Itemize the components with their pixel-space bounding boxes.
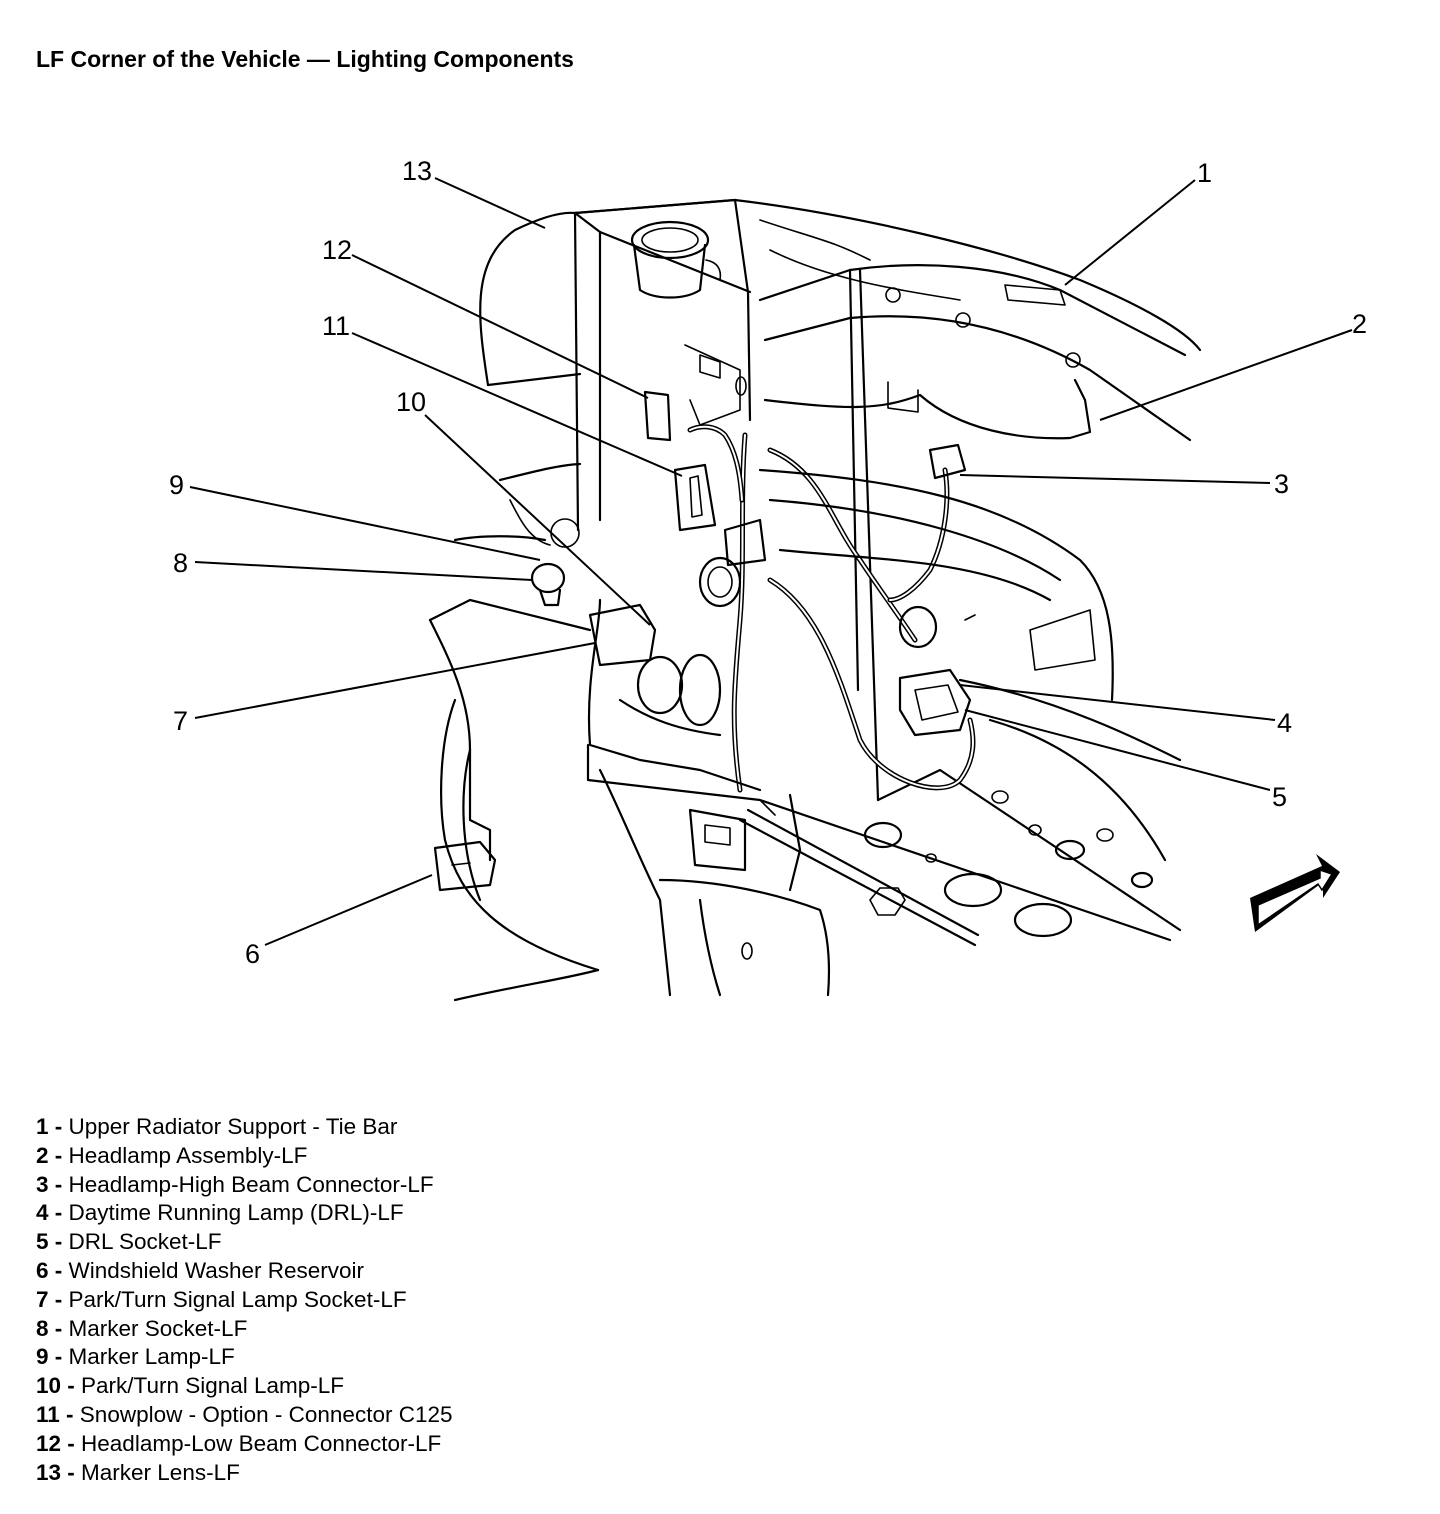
legend-label: Park/Turn Signal Lamp-LF: [81, 1373, 345, 1399]
legend-number: 7: [36, 1286, 49, 1312]
page-title: LF Corner of the Vehicle — Lighting Comp…: [36, 46, 574, 72]
legend-number: 5: [36, 1229, 49, 1255]
legend-number: 9: [36, 1344, 49, 1370]
legend-number: 12: [36, 1430, 62, 1456]
legend-item: 3 - Headlamp-High Beam Connector-LF: [36, 1171, 434, 1197]
callout-12: 12: [322, 235, 352, 265]
callout-6: 6: [245, 939, 260, 969]
legend-item: 10 - Park/Turn Signal Lamp-LF: [36, 1373, 345, 1399]
legend-item: 7 - Park/Turn Signal Lamp Socket-LF: [36, 1286, 407, 1312]
legend-item: 9 - Marker Lamp-LF: [36, 1344, 235, 1370]
legend-label: Marker Lamp-LF: [68, 1344, 235, 1370]
legend-item: 11 - Snowplow - Option - Connector C125: [36, 1401, 453, 1427]
legend-item: 6 - Windshield Washer Reservoir: [36, 1257, 365, 1283]
callout-13: 13: [402, 156, 432, 186]
legend-number: 8: [36, 1315, 49, 1341]
callout-8: 8: [173, 548, 188, 578]
legend-label: Park/Turn Signal Lamp Socket-LF: [68, 1286, 407, 1312]
callout-9: 9: [169, 470, 184, 500]
legend-label: Daytime Running Lamp (DRL)-LF: [68, 1200, 404, 1226]
legend-item: 8 - Marker Socket-LF: [36, 1315, 248, 1341]
legend-number: 10: [36, 1373, 62, 1399]
legend-item: 4 - Daytime Running Lamp (DRL)-LF: [36, 1200, 404, 1226]
legend-label: DRL Socket-LF: [68, 1229, 222, 1255]
callout-11: 11: [322, 311, 350, 341]
legend-number: 11: [36, 1401, 60, 1427]
legend-label: Marker Socket-LF: [68, 1315, 248, 1341]
legend-label: Upper Radiator Support - Tie Bar: [68, 1114, 398, 1139]
legend-number: 4: [36, 1200, 49, 1226]
legend-label: Headlamp-High Beam Connector-LF: [68, 1171, 434, 1197]
callout-1: 1: [1197, 158, 1212, 188]
callout-4: 4: [1277, 708, 1292, 738]
callout-5: 5: [1272, 782, 1287, 812]
legend-item: 1 - Upper Radiator Support - Tie Bar: [36, 1114, 398, 1139]
legend-item: 12 - Headlamp-Low Beam Connector-LF: [36, 1430, 442, 1456]
component-diagram: 13 1 12 2 11 10 9 3 8 7 4 5 6: [169, 156, 1367, 1002]
legend-item: 5 - DRL Socket-LF: [36, 1229, 222, 1255]
legend-item: 13 - Marker Lens-LF: [36, 1459, 240, 1485]
forward-arrow-icon: [1250, 854, 1340, 932]
legend-label: Headlamp Assembly-LF: [68, 1142, 308, 1168]
legend-number: 3: [36, 1171, 49, 1197]
callout-numbers: 13 1 12 2 11 10 9 3 8 7 4 5 6: [169, 156, 1367, 969]
legend-label: Marker Lens-LF: [81, 1459, 240, 1485]
legend-number: 6: [36, 1257, 49, 1283]
legend-label: Windshield Washer Reservoir: [68, 1257, 365, 1283]
legend-number: 2: [36, 1142, 49, 1168]
callout-7: 7: [173, 706, 188, 736]
callout-2: 2: [1352, 309, 1367, 339]
legend-label: Snowplow - Option - Connector C125: [79, 1401, 453, 1427]
legend-item: 2 - Headlamp Assembly-LF: [36, 1142, 308, 1168]
legend-label: Headlamp-Low Beam Connector-LF: [81, 1430, 442, 1456]
callout-10: 10: [396, 387, 426, 417]
vehicle-line-drawing: [428, 198, 1202, 1002]
legend-number: 13: [36, 1459, 62, 1485]
legend-number: 1: [36, 1114, 49, 1139]
leader-lines: [189, 177, 1353, 946]
callout-3: 3: [1274, 469, 1289, 499]
component-legend: 1 - Upper Radiator Support - Tie Bar 2 -…: [36, 1113, 453, 1487]
